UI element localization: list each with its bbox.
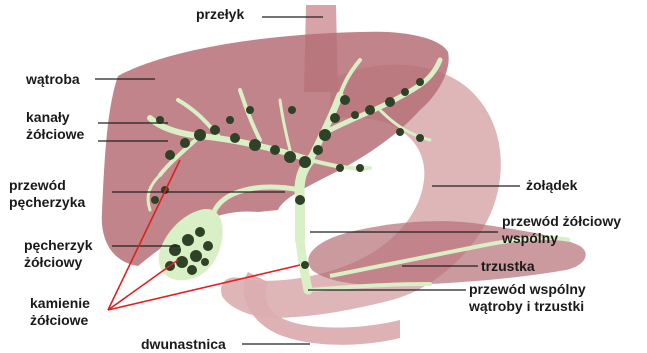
label-gallstones: kamienieżółciowe [30, 295, 90, 329]
label-stomach: żołądek [526, 177, 577, 194]
label-bile-canals: kanałyżółciowe [26, 109, 84, 143]
label-common-bile-duct: przewód żółciowywspólny [502, 213, 621, 247]
label-liver: wątroba [26, 71, 80, 88]
label-pancreas: trzustka [481, 258, 535, 275]
label-cystic-duct: przewódpęcherzyka [9, 177, 85, 211]
label-esophagus: przełyk [196, 6, 244, 23]
label-gallbladder: pęcherzykżółciowy [24, 237, 92, 271]
label-duodenum: dwunastnica [141, 336, 226, 353]
label-hepatopancreatic-duct: przewód wspólnywątroby i trzustki [469, 281, 586, 315]
